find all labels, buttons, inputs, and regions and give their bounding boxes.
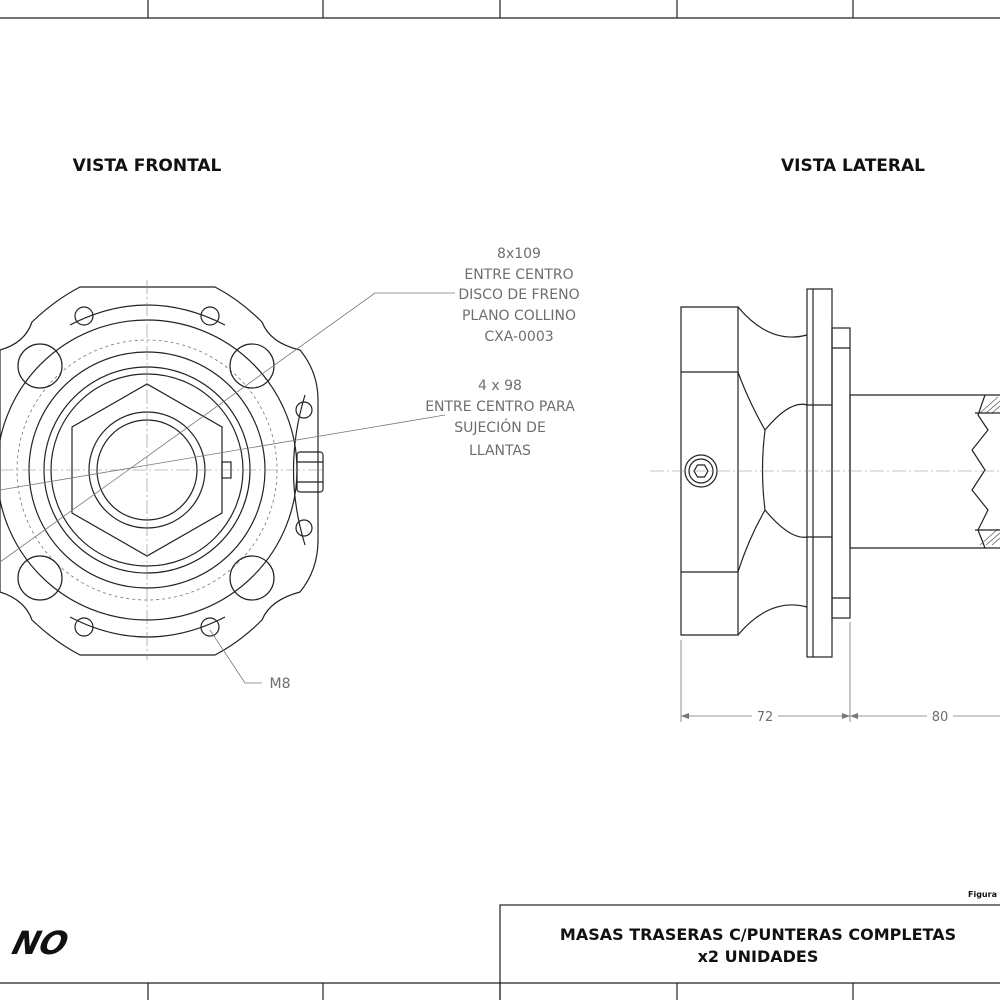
title-line-1: MASAS TRASERAS C/PUNTERAS COMPLETAS — [560, 925, 956, 944]
svg-text:ENTRE CENTRO: ENTRE CENTRO — [464, 267, 573, 283]
wheel-hole — [229, 555, 275, 601]
figure-label: Figura — [968, 890, 997, 899]
svg-text:4 x 98: 4 x 98 — [478, 378, 522, 394]
side-view — [650, 288, 1000, 722]
dimension-72: 72 — [757, 710, 774, 725]
front-view-title: VISTA FRONTAL — [73, 156, 222, 176]
title-line-2: x2 UNIDADES — [698, 947, 819, 966]
pcd-note-wheel: 4 x 98 ENTRE CENTRO PARA SUJECIÓN DE LLA… — [425, 378, 575, 459]
svg-text:8x109: 8x109 — [497, 246, 541, 262]
hex-nut — [71, 383, 223, 557]
front-view — [0, 280, 455, 684]
side-view-title: VISTA LATERAL — [781, 156, 925, 176]
svg-text:PLANO COLLINO: PLANO COLLINO — [462, 308, 576, 324]
wheel-hole — [17, 555, 63, 601]
pcd-note-disc: 8x109 ENTRE CENTRO DISCO DE FRENO PLANO … — [458, 246, 579, 345]
wheel-hole — [229, 343, 275, 389]
wheel-hole — [17, 343, 63, 389]
thread-note: M8 — [270, 676, 291, 692]
dimension-80: 80 — [932, 710, 949, 725]
svg-text:ENTRE CENTRO PARA: ENTRE CENTRO PARA — [425, 399, 575, 415]
svg-text:LLANTAS: LLANTAS — [469, 443, 531, 459]
svg-text:DISCO DE FRENO: DISCO DE FRENO — [458, 287, 579, 303]
title-block: MASAS TRASERAS C/PUNTERAS COMPLETAS x2 U… — [499, 904, 1000, 1000]
brand-logo: NO — [8, 925, 72, 962]
svg-text:SUJECIÓN DE: SUJECIÓN DE — [454, 418, 546, 436]
svg-text:CXA-0003: CXA-0003 — [484, 329, 553, 345]
svg-text:NO: NO — [8, 925, 72, 962]
flange-outline — [0, 286, 319, 656]
